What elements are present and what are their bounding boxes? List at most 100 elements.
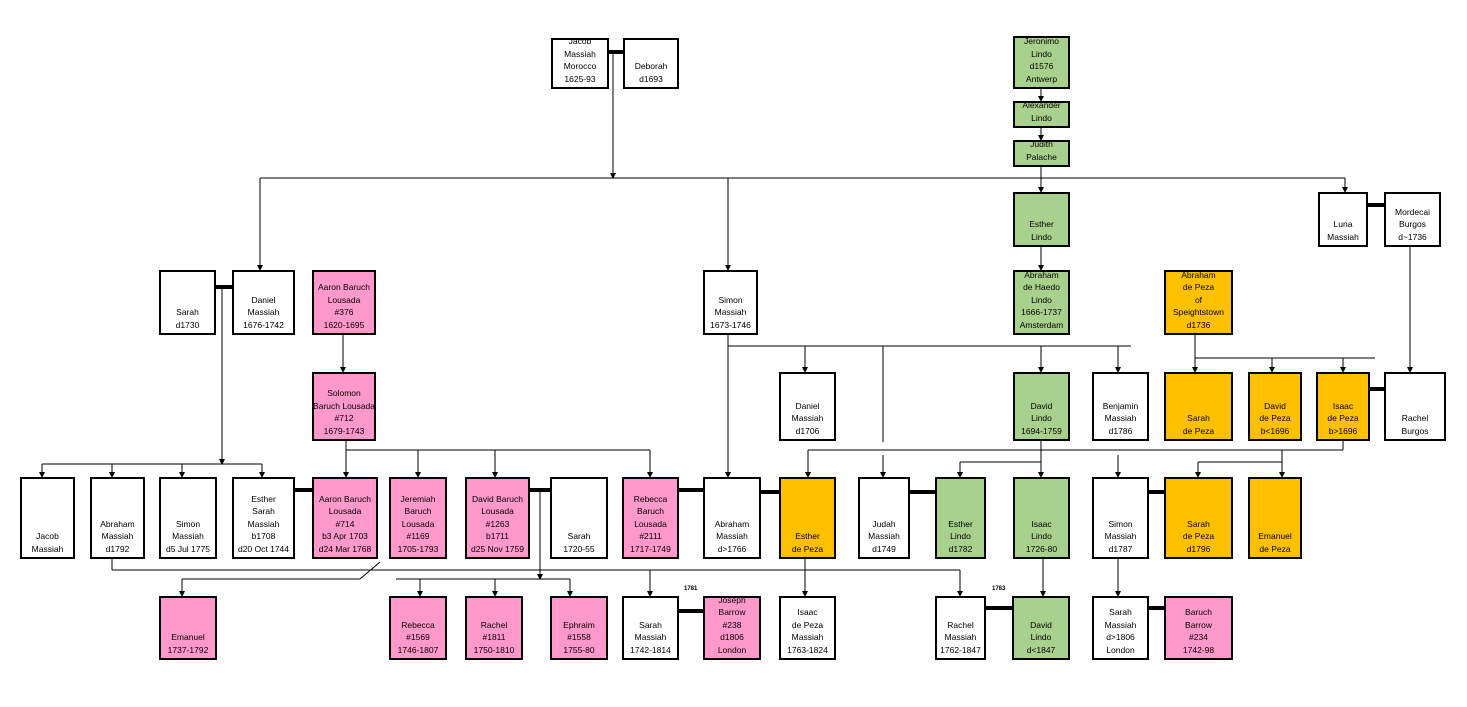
person-text-line: d>1766 [717,543,747,554]
person-text-line: d>1806 [1106,632,1135,642]
person-text-line: d20 Oct 1744 [237,543,290,554]
person-text-line: Emanuel [171,632,205,642]
person-text-line: Daniel [251,294,276,305]
person-text-line: 1620-1695 [323,319,365,330]
person-text-line: #1558 [567,632,591,642]
person-text-line: Baruch [404,506,432,516]
person-text-line: Sarah [567,531,591,541]
person-text-line: Sarah [252,506,275,516]
person-text-line: Benjamin [1102,400,1139,411]
person-text-line: Luna [1333,219,1353,229]
person-text-line: Massiah [1104,413,1137,423]
person-text-line: Rachel [480,619,508,630]
person-text-line: Solomon [327,388,361,398]
person-text-line: 1673-1746 [710,319,751,330]
person-text-line: #1169 [406,531,430,541]
person-text-line: Esther [795,531,820,541]
person-text-line: Massiah [247,307,280,317]
person-text-line: Massiah [1104,619,1137,630]
person-text-line: d25 Nov 1759 [471,543,524,554]
person-text-line: #1811 [482,632,506,642]
person-text-line: d1706 [795,425,820,436]
person-rachel-1811: Rachel #1811 1750-1810 [465,596,523,660]
person-text-line: Massiah [791,413,824,423]
person-text-line: Burgos [1399,219,1426,229]
person-text-line: David [1030,400,1053,411]
person-text-line: Abraham [1181,269,1216,280]
person-text-line: Judah [872,518,896,529]
person-text-line: Lousada [327,294,361,305]
person-text-line: Baruch Lousada [313,400,375,411]
person-text-line: David [1264,400,1286,411]
person-text-line: 1762-1847 [940,644,981,655]
person-text-line: Massiah [31,543,64,554]
person-text-line: b>1696 [1328,425,1358,436]
person-text-line: #234 [1189,632,1208,642]
person-text-line: de Peza [1182,282,1215,292]
person-text-line: Isaac [1332,400,1354,411]
person-text-line: 1755-80 [563,644,595,655]
person-text-line: Massiah [634,632,667,642]
person-text-line: #714 [335,518,355,529]
person-text-line: Joseph [718,594,746,605]
person-text-line: 1750-1810 [473,644,515,655]
person-text-line: Aaron Baruch [318,282,370,292]
person-text-line: 1742-1814 [630,644,671,655]
person-text-line: #376 [334,307,354,317]
person-text-line: d<1847 [1026,644,1056,655]
person-text-line: 1694-1759 [1021,425,1062,436]
person-text-line: Simon [1108,518,1133,529]
person-text-line: Massiah [714,307,747,317]
person-text-line: Rachel [1401,413,1429,423]
person-text-line: Isaac [1031,518,1052,529]
person-text-line: Lousada [481,506,514,516]
person-text-line: Lindo [1031,531,1052,541]
person-david-de-peza: David de Peza b<1696 [1248,372,1302,441]
person-text-line: #712 [334,413,354,423]
person-text-line: #238 [722,619,742,630]
person-text-line: 1676-1742 [243,319,284,330]
person-text-line: d1806 [720,632,744,642]
person-text-line: Jacob [568,36,592,46]
person-text-line: Lindo [1031,413,1052,423]
person-text-line: Lousada [634,518,667,529]
person-text-line: Massiah [716,531,748,541]
person-text-line: Esther [1029,219,1054,229]
person-text-line: Burgos [1401,425,1429,436]
person-text-line: b<1696 [1260,425,1290,436]
person-text-line: b1711 [485,531,509,541]
person-text-line: Speightstown [1172,307,1225,317]
person-text-line: Lindo [950,531,971,541]
person-text-line: David [1030,619,1052,630]
person-text-line: de Peza [1259,413,1291,423]
person-text-line: Amsterdam [1019,319,1064,330]
person-text-line: Baruch [637,506,664,516]
person-text-line: Massiah [1104,531,1137,541]
